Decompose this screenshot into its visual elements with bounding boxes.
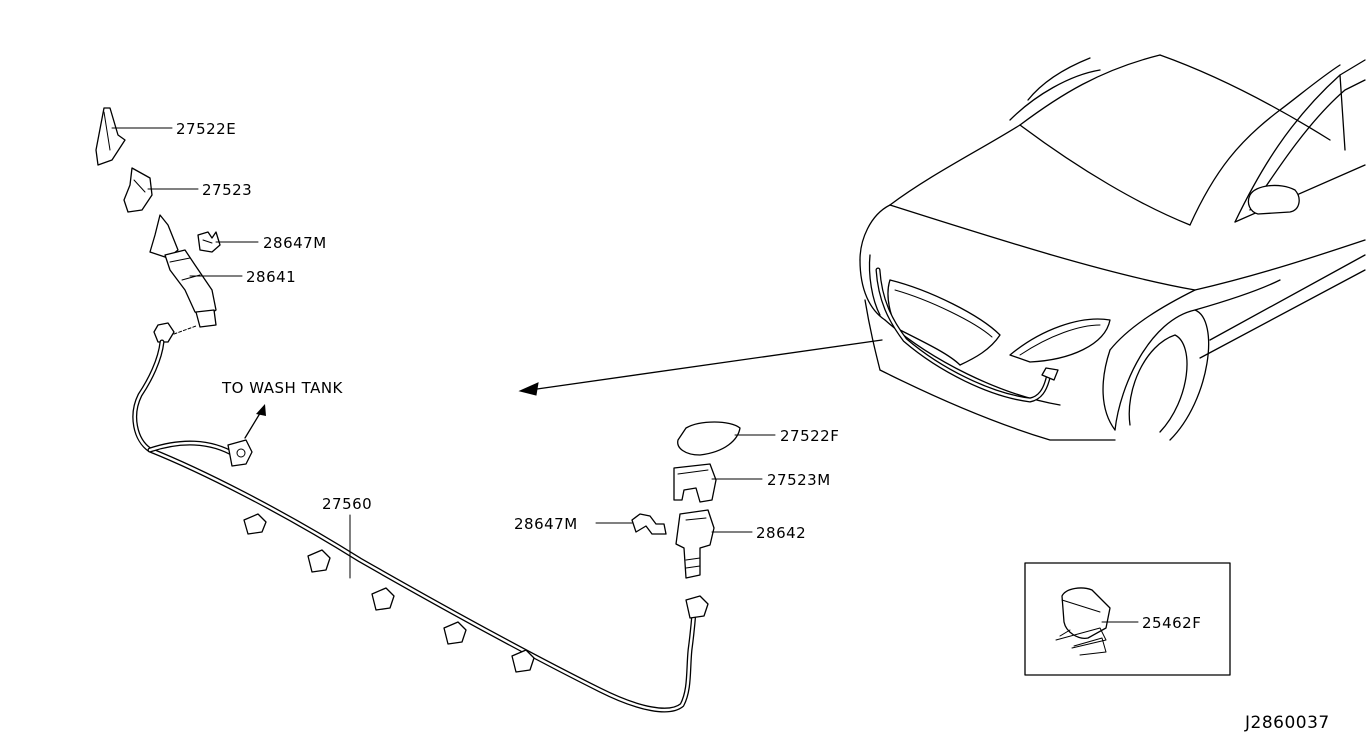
part-28642-shape <box>675 509 715 579</box>
part-27522E-shape <box>95 107 126 166</box>
pointer-arrow <box>518 339 883 396</box>
part-label-27522F: 27522F <box>780 427 839 445</box>
right-washer-assembly <box>631 421 741 579</box>
part-25462F-box <box>1024 562 1231 676</box>
part-27523M-shape <box>673 463 717 503</box>
left-washer-assembly <box>95 107 709 713</box>
leader-lines <box>111 127 1139 623</box>
part-label-27523M: 27523M <box>767 471 831 489</box>
part-label-25462F: 25462F <box>1142 614 1201 632</box>
part-label-27522E: 27522E <box>176 120 236 138</box>
part-labels: 27522E 27523 28647M 28641 27560 27522F 2… <box>176 120 1330 733</box>
part-label-28641: 28641 <box>246 268 296 286</box>
part-label-27523: 27523 <box>202 181 252 199</box>
part-28641-shape <box>149 214 179 259</box>
car-front-illustration <box>859 54 1366 441</box>
part-label-27560: 27560 <box>322 495 372 513</box>
part-label-28647M-right: 28647M <box>514 515 578 533</box>
part-label-28647M-left: 28647M <box>263 234 327 252</box>
diagram-id: J2860037 <box>1244 713 1330 733</box>
part-label-28642: 28642 <box>756 524 806 542</box>
wash-tank-note: TO WASH TANK <box>221 379 344 397</box>
part-28647M-right-shape <box>631 513 667 535</box>
part-27523-shape <box>123 167 153 213</box>
part-27522F-shape <box>677 421 741 456</box>
